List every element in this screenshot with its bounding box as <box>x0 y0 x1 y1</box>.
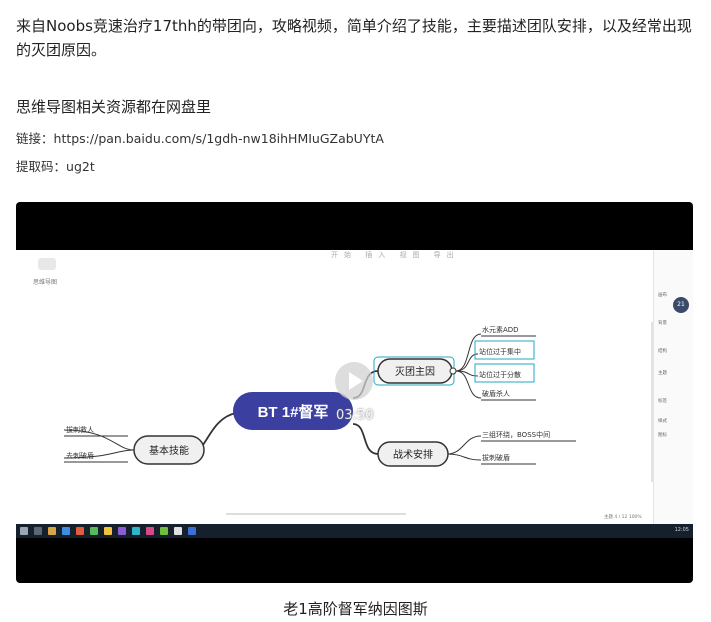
map-leaf: 去刺破盾 <box>66 451 94 460</box>
video-player[interactable]: 开始 插入 视图 导出 思维导图 <box>16 202 693 583</box>
play-icon[interactable] <box>335 362 373 400</box>
map-right-bottom-branch: 战术安排 <box>393 448 433 461</box>
panel-item[interactable]: 样式 <box>658 419 667 424</box>
app-icon[interactable] <box>118 527 126 535</box>
map-leaf: 破盾杀人 <box>482 389 510 398</box>
app-icon[interactable] <box>188 527 196 535</box>
pan-link[interactable]: https://pan.baidu.com/s/1gdh-nw18ihHMIuG… <box>53 131 384 146</box>
map-left-branch: 基本技能 <box>149 444 189 457</box>
panel-item[interactable]: 主题 <box>658 371 667 376</box>
folder-icon[interactable] <box>48 527 56 535</box>
app-icon[interactable] <box>146 527 154 535</box>
app-label: 思维导图 <box>33 279 58 286</box>
start-icon[interactable] <box>20 527 28 535</box>
app-icon[interactable] <box>174 527 182 535</box>
panel-item[interactable]: 标签 <box>658 399 667 404</box>
map-center: BT 1#督军 <box>258 403 329 421</box>
map-leaf: 拔刺救人 <box>66 425 94 434</box>
map-leaf: 三组环绕，BOSS中间 <box>482 430 550 439</box>
map-leaf: 拔刺破盾 <box>482 453 510 462</box>
status-bar: 主题 4 / 12 100% <box>604 515 642 520</box>
taskbar: 12:05 <box>16 524 693 538</box>
intro-paragraph: 来自Noobs竞速治疗17thh的带团向，攻略视频，简单介绍了技能，主要描述团队… <box>16 17 692 59</box>
format-panel: 画布 21 背景 结构 主题 标签 样式 图标 <box>653 250 693 528</box>
app-icon[interactable] <box>132 527 140 535</box>
code-label: 提取码： <box>16 159 67 174</box>
app-icon[interactable] <box>104 527 112 535</box>
app-logo-icon <box>38 258 56 270</box>
map-leaf: 水元素ADD <box>482 325 519 334</box>
video-duration: 03:50 <box>336 408 374 423</box>
link-line: 链接：https://pan.baidu.com/s/1gdh-nw18ihHM… <box>16 128 384 147</box>
video-caption: 老1高阶督军纳因图斯 <box>283 600 428 618</box>
panel-item[interactable]: 画布 <box>658 293 667 298</box>
search-icon[interactable] <box>34 527 42 535</box>
video-frame: 开始 插入 视图 导出 思维导图 <box>16 250 693 528</box>
app-toolbar: 开始 插入 视图 导出 <box>331 251 460 259</box>
code-line: 提取码：ug2t <box>16 156 95 175</box>
browser-icon[interactable] <box>62 527 70 535</box>
panel-item[interactable]: 结构 <box>658 349 667 354</box>
app-icon[interactable] <box>90 527 98 535</box>
link-label: 链接： <box>16 131 54 146</box>
map-leaf: 站位过于集中 <box>479 347 521 356</box>
code-value: ug2t <box>66 159 95 174</box>
map-leaf: 站位过于分散 <box>479 370 521 379</box>
mindmap: BT 1#督军 基本技能 灭团主因 战术安排 拔刺救人 去刺破盾 水元素ADD … <box>63 325 576 467</box>
app-icon[interactable] <box>160 527 168 535</box>
canvas-hscroll[interactable] <box>226 513 406 515</box>
map-right-top-branch: 灭团主因 <box>395 366 435 378</box>
panel-badge: 21 <box>673 297 689 313</box>
app-icon[interactable] <box>76 527 84 535</box>
panel-item[interactable]: 图标 <box>658 433 667 438</box>
resources-heading: 思维导图相关资源都在网盘里 <box>16 98 212 116</box>
panel-item[interactable]: 背景 <box>658 321 667 326</box>
taskbar-clock: 12:05 <box>674 527 689 533</box>
